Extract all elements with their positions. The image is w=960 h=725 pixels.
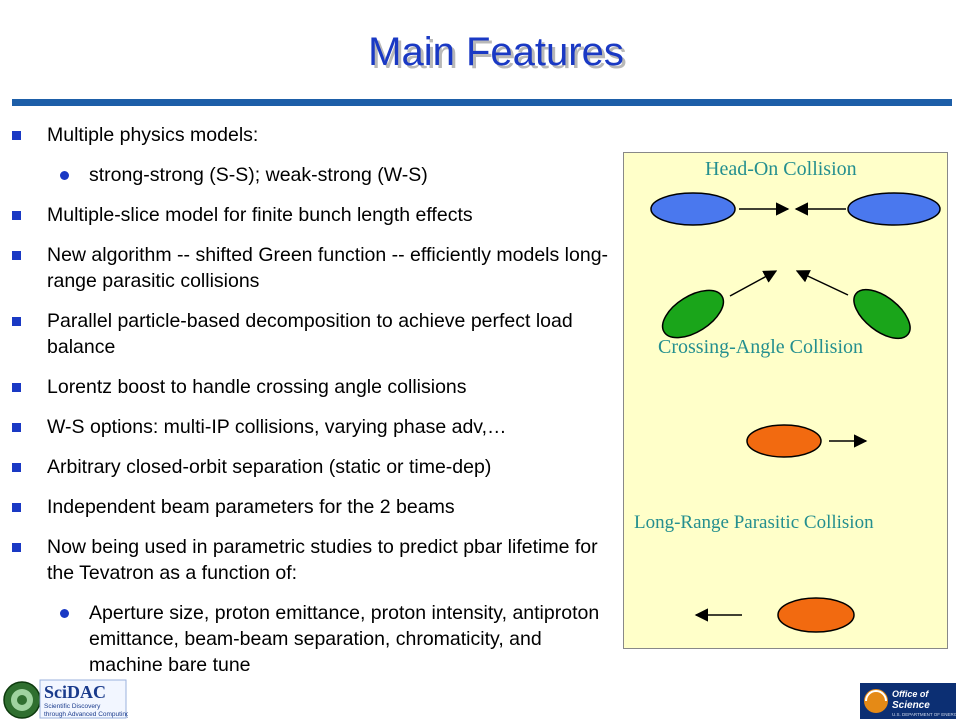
square-bullet-icon	[12, 423, 21, 432]
bullet-item: Arbitrary closed-orbit separation (stati…	[10, 454, 620, 480]
bullet-item: Multiple-slice model for finite bunch le…	[10, 202, 620, 228]
bullet-text: Independent beam parameters for the 2 be…	[47, 496, 455, 518]
crossing-left-arrow	[795, 270, 849, 296]
crossing-left-bunch	[661, 289, 725, 339]
bullet-text: Multiple-slice model for finite bunch le…	[47, 204, 473, 226]
bullet-list: Multiple physics models: strong-strong (…	[10, 122, 620, 678]
crossing-right-arrow	[729, 270, 778, 297]
bullet-item: W-S options: multi-IP collisions, varyin…	[10, 414, 620, 440]
bullet-text: Aperture size, proton emittance, proton …	[89, 602, 600, 676]
bullet-text: Multiple physics models:	[47, 124, 259, 146]
crossing-angle-label: Crossing-Angle Collision	[658, 336, 864, 358]
bullet-item: Multiple physics models:	[10, 122, 620, 148]
square-bullet-icon	[12, 131, 21, 140]
square-bullet-icon	[12, 317, 21, 326]
svg-text:U.S. DEPARTMENT OF ENERGY: U.S. DEPARTMENT OF ENERGY	[892, 712, 956, 717]
bullet-text: Lorentz boost to handle crossing angle c…	[47, 376, 467, 398]
bullet-item: Now being used in parametric studies to …	[10, 534, 620, 586]
title-rule	[12, 99, 952, 106]
bullet-item: Parallel particle-based decomposition to…	[10, 308, 620, 360]
bullet-text: W-S options: multi-IP collisions, varyin…	[47, 416, 507, 438]
sub-bullet-item: strong-strong (S-S); weak-strong (W-S)	[10, 162, 620, 188]
collision-diagram	[650, 192, 941, 633]
scidac-logo: SciDAC Scientific Discovery through Adva…	[2, 678, 130, 720]
long-range-label: Long-Range Parasitic Collision	[634, 512, 874, 533]
bullet-text: strong-strong (S-S); weak-strong (W-S)	[89, 164, 428, 186]
svg-text:Science: Science	[892, 700, 930, 711]
bullet-text: Now being used in parametric studies to …	[47, 536, 598, 584]
bullet-text: New algorithm -- shifted Green function …	[47, 244, 609, 292]
office-of-science-logo: Office of Science U.S. DEPARTMENT OF ENE…	[860, 683, 960, 719]
head-on-right-bunch	[847, 192, 941, 226]
square-bullet-icon	[12, 251, 21, 260]
svg-text:Office of: Office of	[892, 689, 929, 699]
bullet-item: Lorentz boost to handle crossing angle c…	[10, 374, 620, 400]
long-range-upper-bunch	[746, 424, 822, 458]
head-on-left-bunch	[650, 192, 736, 226]
long-range-lower-bunch	[777, 597, 855, 633]
square-bullet-icon	[12, 463, 21, 472]
bullet-text: Arbitrary closed-orbit separation (stati…	[47, 456, 492, 478]
square-bullet-icon	[12, 503, 21, 512]
square-bullet-icon	[12, 383, 21, 392]
bullet-item: Independent beam parameters for the 2 be…	[10, 494, 620, 520]
head-on-label: Head-On Collision	[705, 158, 857, 180]
square-bullet-icon	[12, 211, 21, 220]
round-bullet-icon	[60, 171, 69, 180]
svg-text:Scientific Discovery: Scientific Discovery	[44, 703, 101, 710]
sub-bullet-item: Aperture size, proton emittance, proton …	[10, 600, 620, 678]
round-bullet-icon	[60, 609, 69, 618]
bullet-item: New algorithm -- shifted Green function …	[10, 242, 620, 294]
svg-text:SciDAC: SciDAC	[44, 682, 106, 702]
svg-text:through Advanced Computing: through Advanced Computing	[44, 711, 128, 718]
square-bullet-icon	[12, 543, 21, 552]
slide-title: Main Features	[368, 30, 624, 74]
crossing-right-bunch	[853, 288, 911, 340]
collision-diagram-panel: Head-On Collision Crossing-Angle Collisi…	[623, 152, 948, 649]
bullet-text: Parallel particle-based decomposition to…	[47, 310, 573, 358]
